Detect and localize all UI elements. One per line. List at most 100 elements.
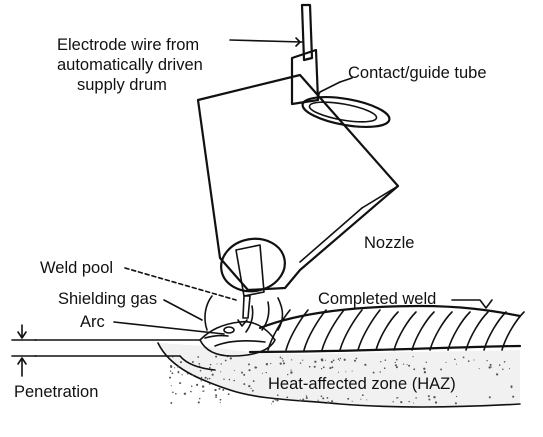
electrode-wire: [242, 3, 314, 319]
haz-stipple-dot: [313, 365, 316, 368]
label-completed-weld: Completed weld: [318, 290, 436, 308]
haz-stipple-dot: [265, 371, 267, 374]
haz-stipple-dot: [337, 358, 340, 360]
haz-stipple-dot: [177, 371, 180, 374]
label-nozzle: Nozzle: [364, 234, 414, 252]
haz-stipple-dot: [433, 396, 436, 399]
haz-stipple-dot: [228, 378, 231, 381]
weld-ripple: [303, 309, 327, 351]
haz-stipple-dot: [281, 358, 283, 360]
haz-stipple-dot: [282, 360, 284, 362]
haz-stipple-dot: [190, 385, 193, 388]
haz-stipple-dot: [265, 363, 269, 366]
haz-stipple-dot: [181, 374, 183, 376]
haz-stipple-dot: [490, 366, 492, 368]
haz-stipple-dot: [320, 368, 323, 370]
haz-stipple-dot: [172, 391, 174, 394]
weld-ripple: [465, 311, 489, 351]
haz-stipple-dot: [197, 401, 200, 404]
haz-stipple-dot: [175, 392, 177, 395]
weld-ripple: [501, 311, 525, 351]
haz-stipple-dot: [489, 363, 492, 366]
haz-stipple-dot: [412, 356, 414, 358]
haz-stipple-dot: [177, 366, 179, 368]
haz-stipple-dot: [209, 363, 212, 366]
weld-ripple: [411, 311, 435, 351]
label-penetration: Penetration: [14, 383, 98, 401]
haz-stipple-dot: [308, 365, 311, 368]
label-weld-pool: Weld pool: [40, 259, 113, 277]
haz-stipple-dot: [218, 387, 221, 390]
weld-ripple: [267, 309, 291, 351]
haz-stipple-dot: [201, 385, 205, 388]
haz-stipple-dot: [223, 378, 225, 380]
haz-stipple-dot: [186, 372, 189, 375]
haz-stipple-dot: [199, 369, 202, 372]
haz-stipple-dot: [271, 403, 273, 405]
label-contact-tube: Contact/guide tube: [348, 64, 487, 82]
haz-stipple-dot: [203, 390, 205, 392]
haz-stipple-dot: [215, 396, 217, 398]
haz-stipple-dot: [351, 370, 353, 372]
droplet: [223, 326, 235, 334]
haz-stipple-dot: [243, 383, 246, 386]
haz-stipple-dot: [198, 362, 201, 365]
haz-stipple-dot: [248, 384, 251, 388]
haz-stipple-dot: [299, 362, 302, 364]
haz-stipple-dot: [214, 388, 217, 392]
haz-stipple-dot: [171, 372, 174, 375]
haz-stipple-dot: [168, 376, 172, 379]
haz-stipple-dot: [208, 382, 211, 385]
haz-stipple-dot: [248, 363, 250, 366]
haz-stipple-dot: [208, 366, 211, 369]
haz-stipple-dot: [290, 371, 293, 374]
haz-stipple-dot: [306, 395, 308, 397]
haz-stipple-dot: [324, 359, 326, 361]
haz-stipple-dot: [428, 398, 431, 401]
haz-stipple-dot: [331, 400, 334, 403]
haz-stipple-dot: [511, 386, 513, 389]
haz-stipple-dot: [261, 372, 263, 374]
leader-arc: [113, 321, 225, 335]
haz-stipple-dot: [287, 373, 289, 376]
heat-affected-zone: [157, 342, 521, 408]
haz-stipple-dot: [478, 368, 480, 370]
haz-stipple-dot: [222, 388, 225, 391]
leader-lines: [11, 37, 493, 377]
haz-stipple-dot: [413, 402, 414, 404]
haz-stipple-dot: [394, 361, 396, 364]
haz-stipple-dot: [204, 376, 207, 379]
haz-stipple-dot: [360, 398, 362, 400]
haz-stipple-dot: [233, 379, 235, 382]
haz-stipple-dot: [380, 361, 382, 363]
haz-stipple-dot: [498, 364, 501, 366]
haz-stipple-dot: [276, 399, 279, 402]
haz-stipple-dot: [462, 356, 465, 359]
haz-stipple-dot: [224, 359, 227, 362]
leader-contact-tube: [317, 81, 341, 97]
weld-ripple: [339, 309, 363, 351]
haz-stipple-dot: [456, 395, 458, 398]
haz-stipple-dot: [326, 396, 329, 399]
haz-stipple-dot: [486, 359, 488, 362]
haz-stipple-dot: [302, 359, 304, 361]
haz-stipple-dot: [467, 360, 470, 362]
weld-ripple: [321, 309, 345, 351]
haz-stipple-dot: [276, 394, 279, 397]
haz-stipple-dot: [339, 360, 340, 361]
haz-stipple-dot: [351, 400, 353, 402]
haz-stipple-dot: [282, 362, 286, 365]
haz-stipple-dot: [229, 357, 232, 360]
weld-ripple: [393, 311, 417, 351]
haz-stipple-dot: [502, 368, 504, 371]
haz-stipple-dot: [216, 363, 218, 365]
haz-stipple-dot: [322, 397, 325, 400]
shielding-gas-flow: [204, 295, 284, 333]
haz-stipple-dot: [169, 370, 172, 372]
labels: Electrode wire from automatically driven…: [14, 36, 487, 401]
leader-nozzle: [299, 207, 363, 263]
label-shielding-gas: Shielding gas: [58, 290, 157, 308]
haz-stipple-dot: [170, 385, 172, 387]
haz-stipple-dot: [219, 402, 221, 404]
